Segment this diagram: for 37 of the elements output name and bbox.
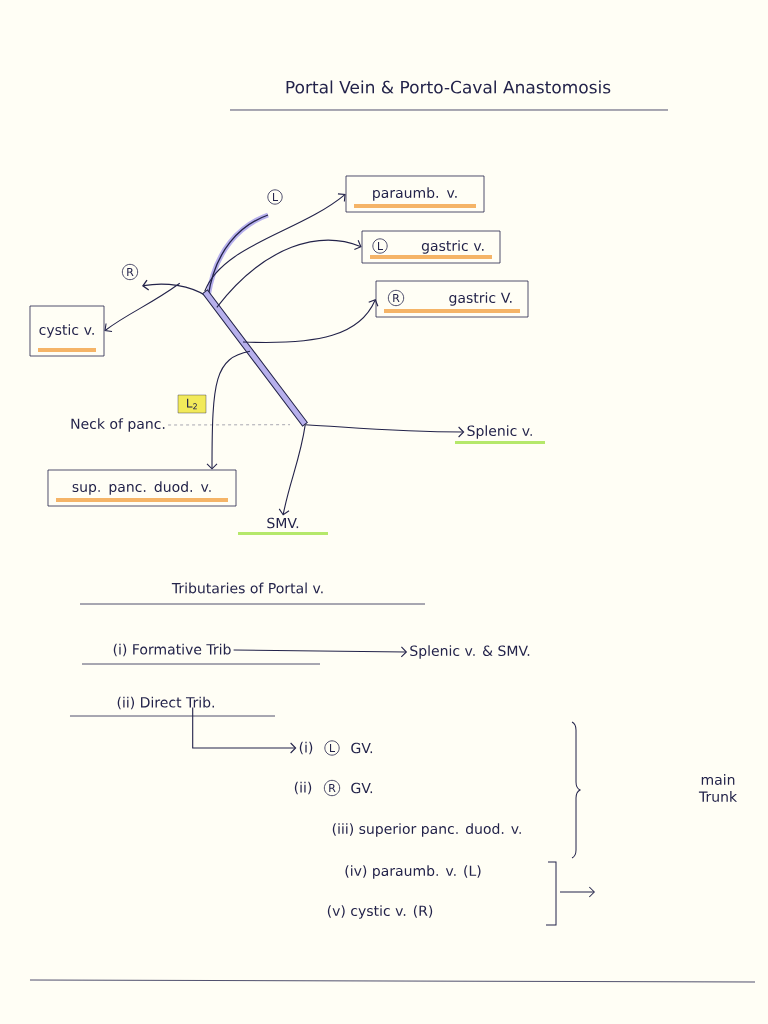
title: Portal Vein & Porto-Caval Anastomosis <box>286 80 611 94</box>
list-item: GV. <box>351 742 373 754</box>
handwritten-label: SMV. <box>238 517 328 535</box>
circled-letter: R <box>387 289 405 307</box>
circled-letter: R <box>121 263 139 281</box>
list-item: (iv) paraumb. v. (L) <box>345 865 481 879</box>
arrow <box>242 299 379 344</box>
circled-letter: L <box>372 238 388 254</box>
circled-letter: R <box>323 779 341 797</box>
circled-letter: L <box>267 189 283 205</box>
handwritten-label: Splenic v. & SMV. <box>410 645 530 659</box>
handwritten-label: Splenic v. <box>455 425 545 444</box>
list-item: (v) cystic v. (R) <box>327 905 433 919</box>
arrow <box>216 239 362 308</box>
handwritten-label: (ii) Direct Trib. <box>117 696 214 710</box>
arrow <box>206 350 251 470</box>
subheading: Tributaries of Portal v. <box>171 582 323 594</box>
handwritten-label: Neck of panc. <box>71 418 165 432</box>
arrow <box>278 424 306 516</box>
arrow <box>204 193 346 292</box>
brace-label: main Trunk <box>698 774 738 802</box>
list-item: GV. <box>351 782 373 794</box>
label-box: paraumb. v. <box>345 175 485 213</box>
handwritten-label: (i) <box>299 741 313 755</box>
arrow <box>104 282 181 333</box>
leader-line <box>167 424 291 426</box>
arrow <box>192 706 297 754</box>
label-box: cystic v. <box>29 305 105 357</box>
arrow <box>304 424 465 438</box>
label-box: sup. panc. duod. v. <box>47 469 237 507</box>
list-number: (ii) <box>294 781 312 795</box>
handwritten-label: (i) Formative Trib <box>113 643 231 657</box>
list-item: (iii) superior panc. duod. v. <box>332 823 521 837</box>
vertebra-label: L$_{2}$ <box>177 394 207 414</box>
circled-letter: L <box>324 740 340 756</box>
portal-vein-trunk <box>202 289 308 427</box>
arrow <box>233 646 408 658</box>
